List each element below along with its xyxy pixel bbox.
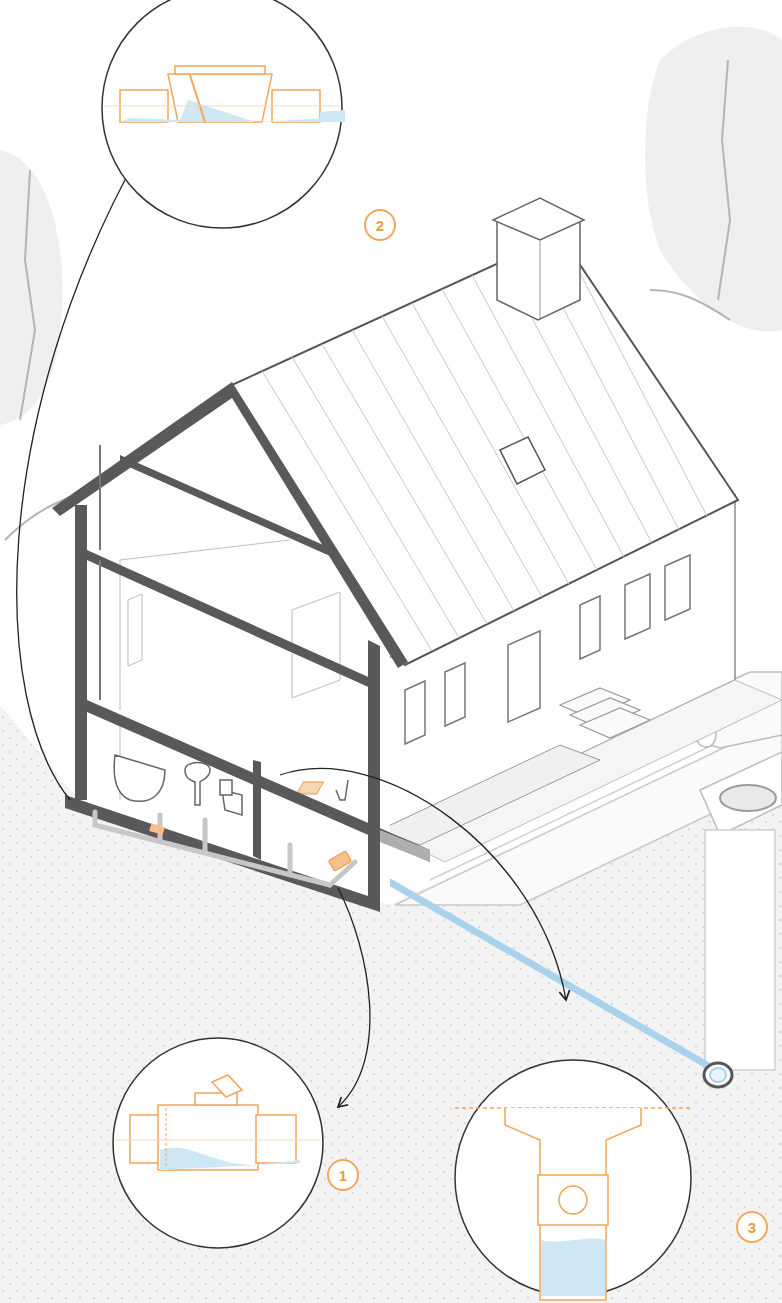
callout-number: 1: [339, 1168, 347, 1183]
callout-circle: 1: [327, 1159, 359, 1191]
callout-number: 3: [748, 1220, 756, 1235]
callout-circle: 2: [364, 209, 396, 241]
callout-number: 2: [376, 218, 384, 233]
callout-circle: 3: [736, 1211, 768, 1243]
